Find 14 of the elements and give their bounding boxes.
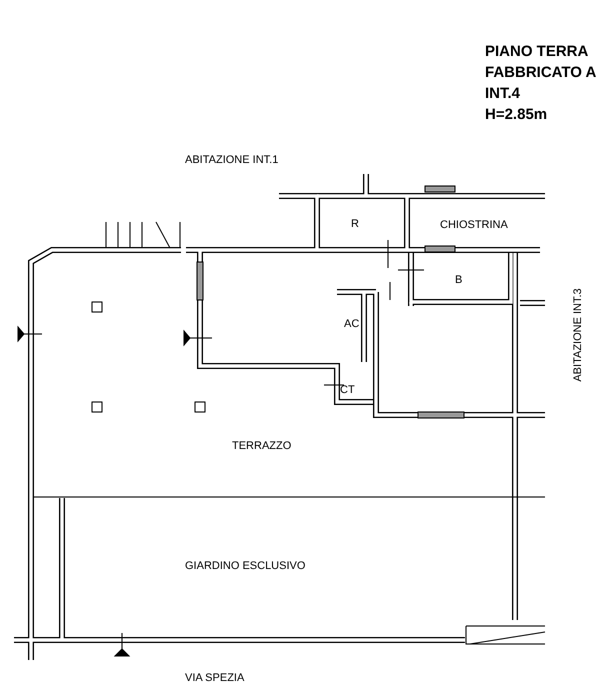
title-block-text: FABBRICATO A <box>485 65 596 82</box>
neighbour-label: ABITAZIONE INT.3 <box>572 288 584 382</box>
street-label: VIA SPEZIA <box>185 672 244 684</box>
room-label: CT <box>340 384 355 396</box>
title-block-text: INT.4 <box>485 86 520 102</box>
neighbour-label: ABITAZIONE INT.1 <box>185 154 278 166</box>
room-label: R <box>351 218 359 230</box>
room-label: CHIOSTRINA <box>440 219 508 232</box>
room-label: TERRAZZO <box>232 440 292 452</box>
room-label: B <box>455 274 462 286</box>
title-block-text: H=2.85m <box>485 107 548 124</box>
room-label: AC <box>344 318 360 330</box>
title-block-text: PIANO TERRA <box>485 44 588 60</box>
room-label: GIARDINO ESCLUSIVO <box>185 560 306 572</box>
